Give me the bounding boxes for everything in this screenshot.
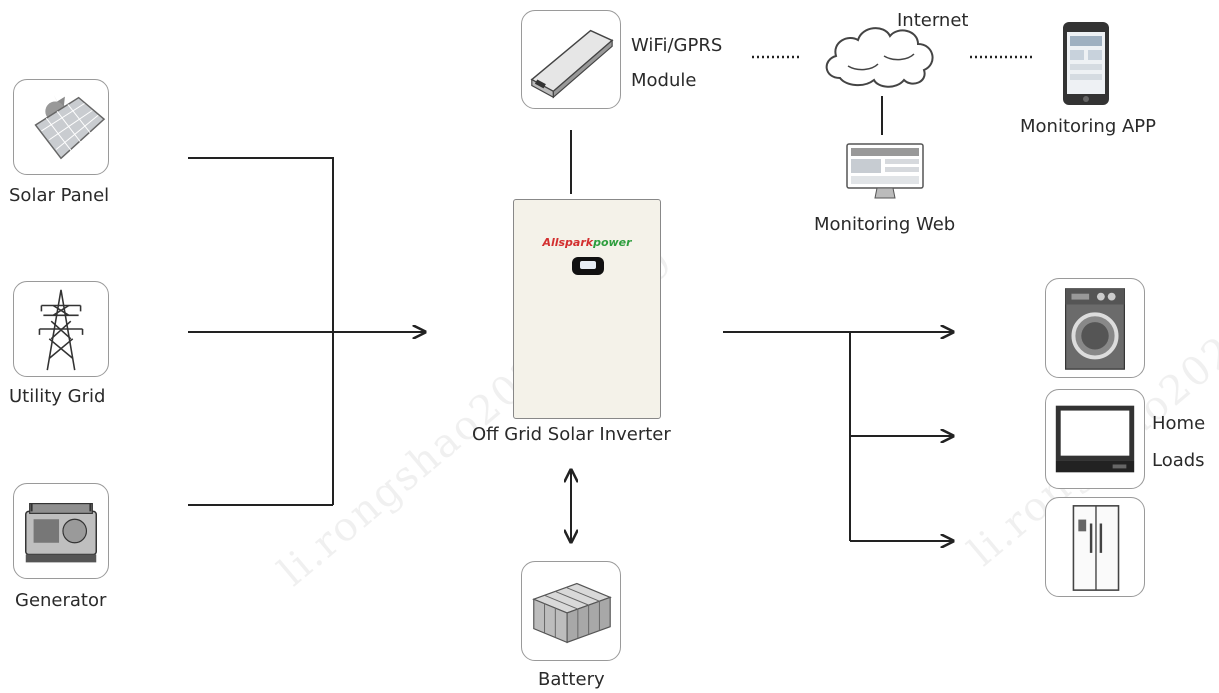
generator-box	[13, 483, 109, 579]
inverter-unit: Allsparkpower	[513, 199, 661, 419]
wifi-module-label-line1: WiFi/GPRS	[631, 35, 723, 56]
smartphone-icon	[1063, 22, 1109, 105]
generator-icon	[25, 502, 97, 563]
monitoring-app-label: Monitoring APP	[1020, 116, 1157, 137]
cloud-icon	[825, 27, 934, 88]
wifi-module-label-line2: Module	[631, 70, 697, 91]
washing-machine-icon	[1065, 288, 1125, 370]
battery-label: Battery	[538, 669, 605, 690]
battery-box	[521, 561, 621, 661]
brand-part1: Allspark	[542, 236, 594, 249]
solar-panel-icon	[34, 93, 106, 160]
home-loads-label-line2: Loads	[1152, 450, 1205, 471]
utility-grid-label: Utility Grid	[9, 386, 106, 407]
wifi-module-icon	[530, 29, 614, 99]
battery-icon	[532, 582, 612, 644]
monitoring-web-label: Monitoring Web	[814, 214, 956, 235]
solar-panel-line	[188, 157, 334, 505]
home-loads-label-line1: Home	[1152, 413, 1206, 434]
inverter-display	[572, 257, 604, 275]
generator-label: Generator	[15, 590, 107, 611]
monitor-icon	[846, 143, 924, 199]
television-box	[1045, 389, 1145, 489]
television-icon	[1055, 405, 1135, 473]
brand-part2: power	[593, 236, 632, 249]
solar-panel-label: Solar Panel	[9, 185, 110, 206]
transmission-tower-icon	[38, 289, 84, 371]
washing-machine-box	[1045, 278, 1145, 378]
refrigerator-box	[1045, 497, 1145, 597]
refrigerator-icon	[1072, 505, 1120, 591]
inverter-brand: Allsparkpower	[514, 236, 660, 249]
utility-grid-box	[13, 281, 109, 377]
solar-panel-box	[13, 79, 109, 175]
wifi-module-box	[521, 10, 621, 109]
internet-label: Internet	[897, 10, 969, 31]
inverter-label: Off Grid Solar Inverter	[472, 424, 671, 445]
